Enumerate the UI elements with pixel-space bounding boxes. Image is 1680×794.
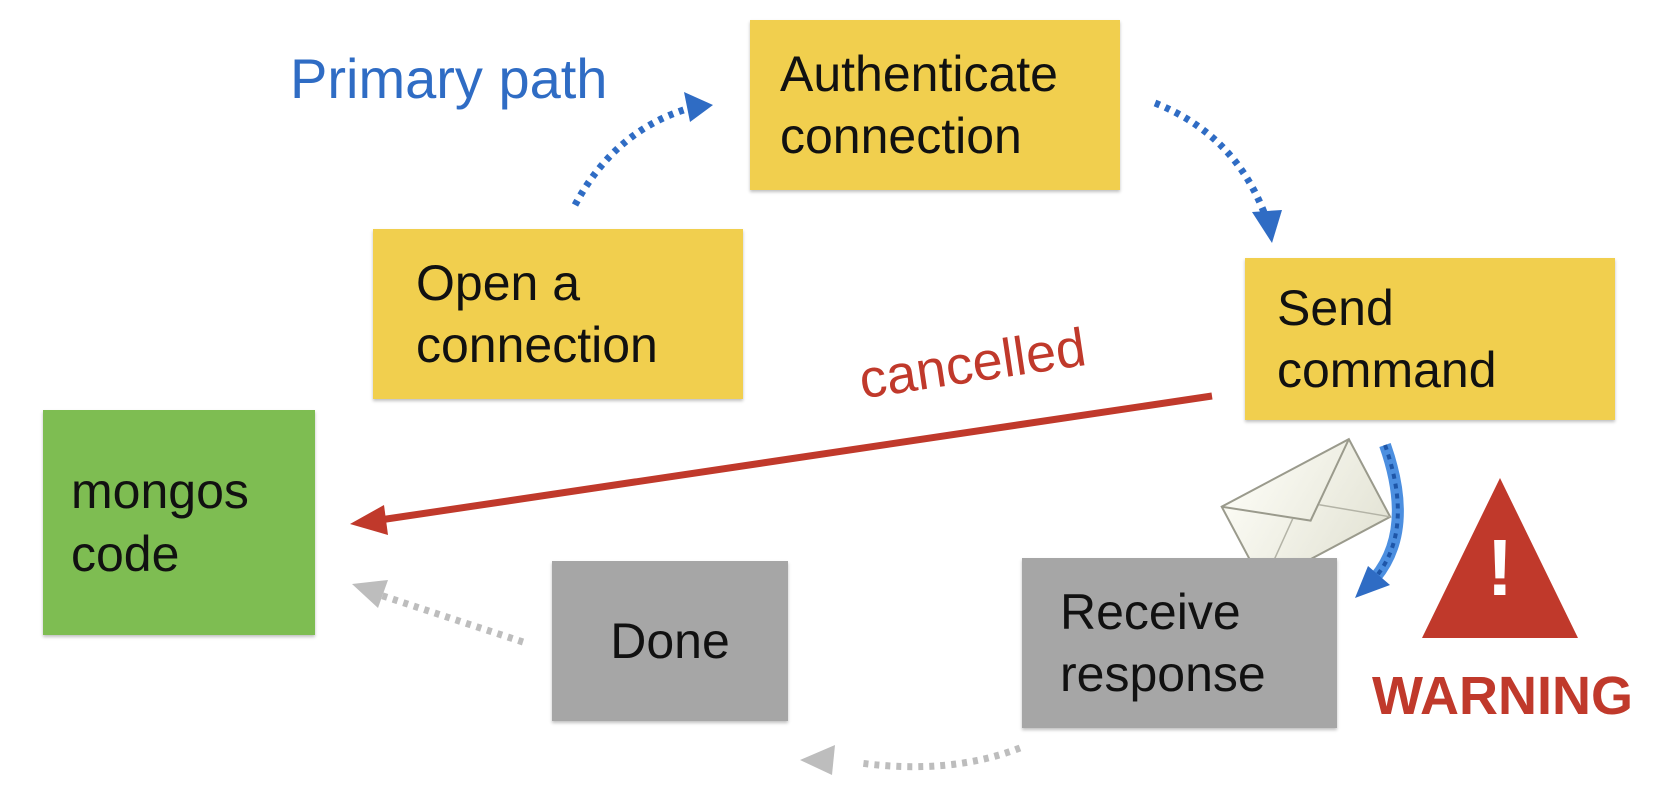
arrowhead-receive: [1355, 566, 1390, 598]
arrowhead-done: [800, 745, 835, 775]
arrow-send-to-receive: [1370, 443, 1404, 582]
arrow-done-to-mongos: [378, 591, 525, 646]
arrowhead-send: [1252, 210, 1282, 243]
arrowhead-mongos: [350, 505, 388, 535]
node-send-line1: Send: [1277, 279, 1394, 336]
node-send-line2: command: [1277, 342, 1497, 398]
arrow-receive-to-done: [859, 744, 1022, 771]
node-send: Send command: [1245, 258, 1615, 420]
warning-label: WARNING: [1372, 666, 1633, 726]
node-mongos-line1: mongos: [71, 463, 249, 519]
arrowhead-mongos-gray: [352, 580, 388, 608]
primary-path-label: Primary path: [290, 47, 608, 110]
node-receive-line1: Receive: [1060, 583, 1241, 640]
node-mongos: mongos code: [43, 410, 315, 635]
node-authenticate-line2: connection: [780, 108, 1022, 164]
arrowhead-authenticate: [684, 92, 713, 122]
node-open-line1: Open a: [416, 254, 581, 311]
warning-triangle-icon: [1422, 478, 1578, 638]
node-authenticate-line1: Authenticate: [780, 45, 1058, 102]
arrow-authenticate-to-send: [1153, 99, 1269, 217]
warning-mark: !: [1486, 523, 1514, 612]
node-done: Done: [552, 561, 788, 721]
node-open-line2: connection: [416, 317, 658, 373]
node-mongos-line2: code: [71, 525, 180, 582]
arrow-open-to-authenticate: [571, 104, 691, 207]
node-done-line1: Done: [610, 612, 730, 669]
node-authenticate: Authenticate connection: [750, 20, 1120, 190]
node-receive-line2: response: [1060, 646, 1266, 702]
arrow-cancelled: [379, 392, 1213, 524]
node-receive: Receive response: [1022, 558, 1337, 728]
node-open: Open a connection: [373, 229, 743, 399]
